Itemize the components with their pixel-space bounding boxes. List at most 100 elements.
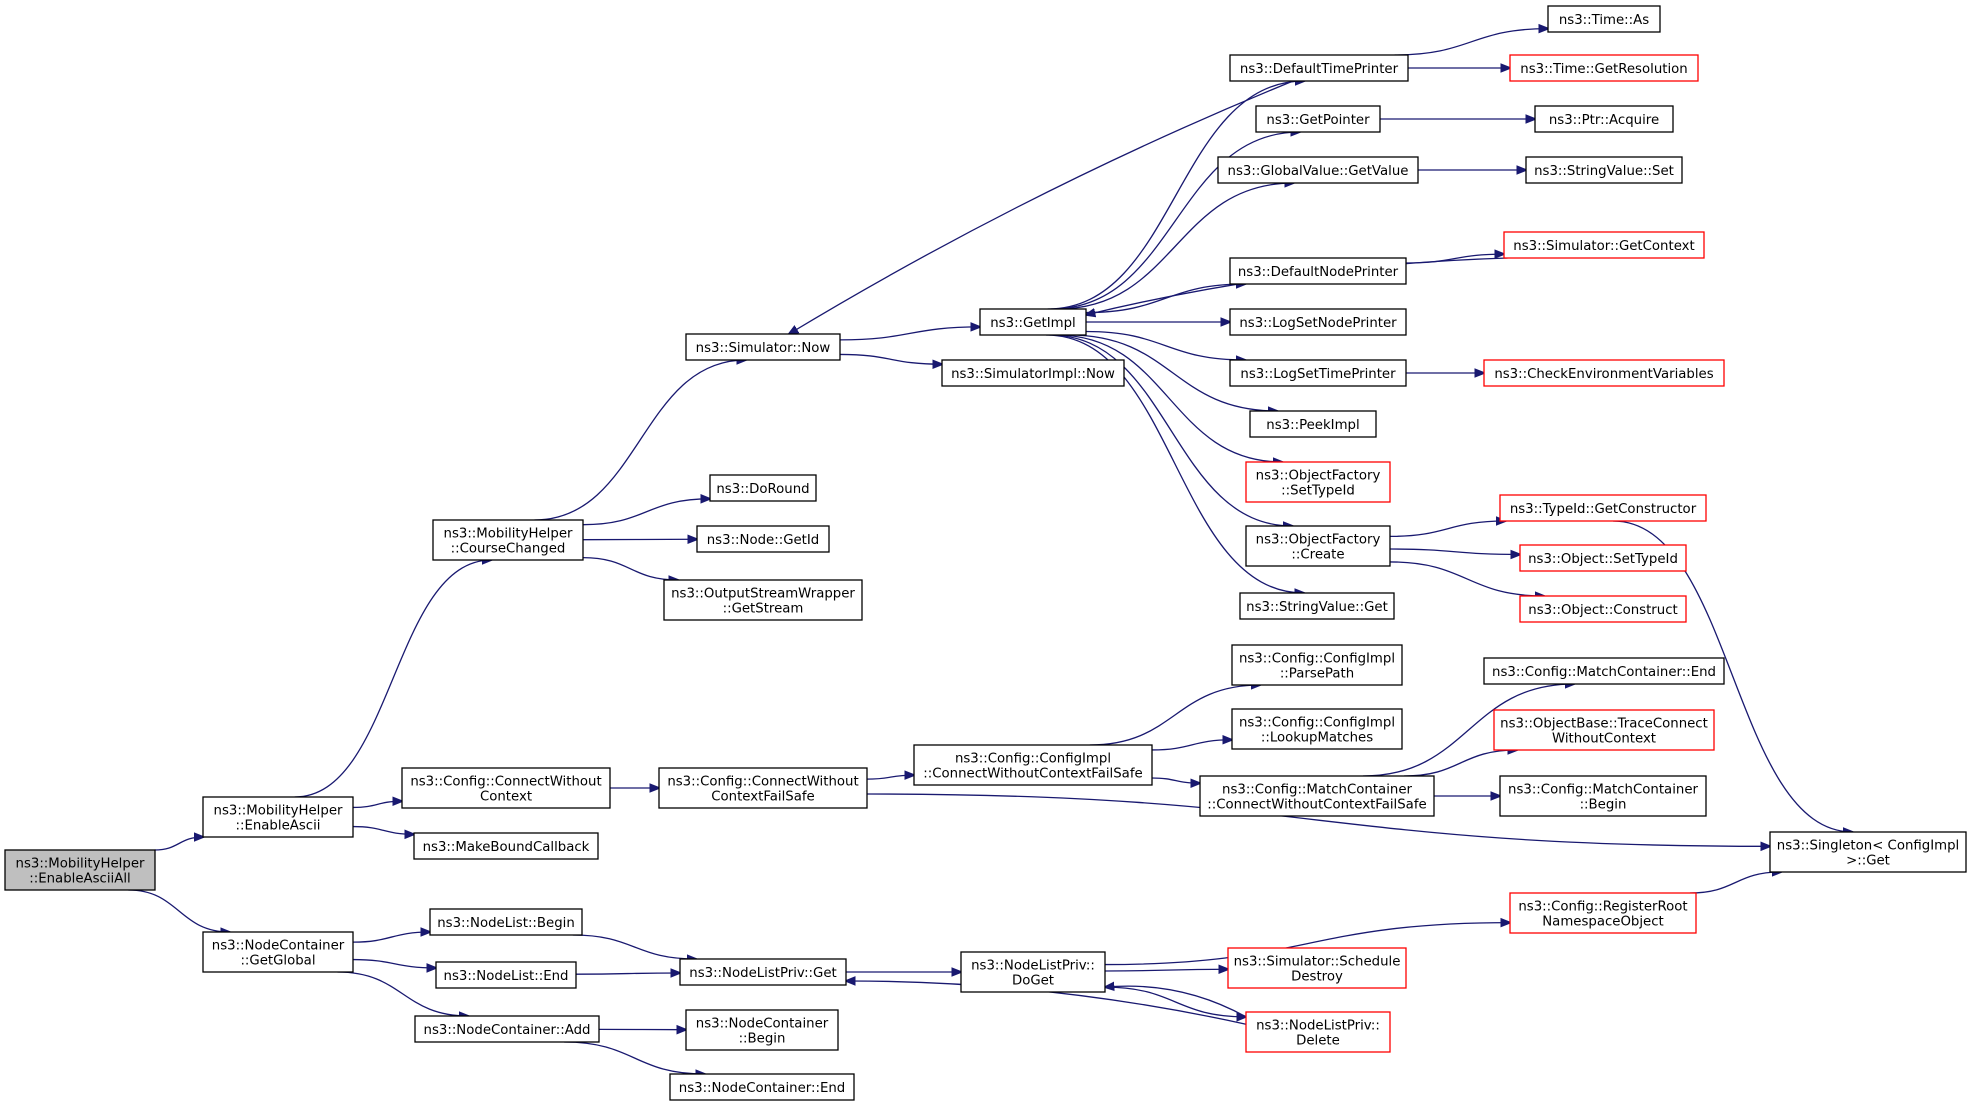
- node-box: [1493, 709, 1715, 751]
- node-gvget[interactable]: ns3::GlobalValue::GetValue: [1217, 156, 1419, 184]
- node-doround[interactable]: ns3::DoRound: [709, 474, 817, 502]
- edge-n_enascii-to-n_mkbound: [352, 825, 414, 835]
- edge-n_enascii-to-n_course: [294, 560, 492, 798]
- node-mcend[interactable]: ns3::Config::MatchContainer::End: [1483, 657, 1725, 685]
- node-timeas[interactable]: ns3::Time::As: [1547, 5, 1661, 33]
- node-label-line: ns3::Object::Construct: [1528, 603, 1677, 618]
- node-label-line: DoGet: [1012, 974, 1054, 989]
- node-course[interactable]: ns3::MobilityHelper::CourseChanged: [432, 519, 584, 561]
- edge-n_getimpl-to-n_deftp: [1047, 81, 1305, 310]
- node-checkenv[interactable]: ns3::CheckEnvironmentVariables: [1483, 359, 1725, 387]
- node-ncbegin[interactable]: ns3::NodeContainer::Begin: [685, 1009, 839, 1051]
- node-box: [1231, 644, 1403, 686]
- node-box: [658, 767, 868, 809]
- node-label-line: >::Get: [1846, 854, 1890, 869]
- node-deftp[interactable]: ns3::DefaultTimePrinter: [1229, 54, 1409, 82]
- node-getglobal[interactable]: ns3::NodeContainer::GetGlobal: [202, 931, 354, 973]
- node-label-line: ns3::MobilityHelper: [444, 527, 573, 542]
- edge-n_getimpl-to-n_gvget: [1057, 183, 1293, 310]
- edge-n_regroot-to-n_singleton: [1689, 872, 1781, 894]
- edge-n_deftp-to-n_timeas: [1394, 29, 1548, 56]
- node-lognp[interactable]: ns3::LogSetNodePrinter: [1229, 308, 1407, 336]
- node-box: [1509, 54, 1699, 82]
- node-box: [663, 579, 863, 621]
- node-parse[interactable]: ns3::Config::ConfigImpl::ParsePath: [1231, 644, 1403, 686]
- edge-n_getglobal-to-n_nlend: [352, 958, 436, 968]
- node-osw[interactable]: ns3::OutputStreamWrapper::GetStream: [663, 579, 863, 621]
- node-label-line: ::Begin: [1580, 798, 1627, 813]
- node-ptracq[interactable]: ns3::Ptr::Acquire: [1534, 105, 1674, 133]
- node-box: [1255, 105, 1381, 133]
- node-box: [1525, 156, 1683, 184]
- node-singleton[interactable]: ns3::Singleton< ConfigImpl>::Get: [1769, 831, 1967, 873]
- node-lookup[interactable]: ns3::Config::ConfigImpl::LookupMatches: [1231, 708, 1403, 750]
- node-defnp[interactable]: ns3::DefaultNodePrinter: [1229, 257, 1407, 285]
- node-label-line: ns3::Simulator::GetContext: [1513, 239, 1694, 254]
- node-nlpget[interactable]: ns3::NodeListPriv::Get: [679, 958, 847, 986]
- node-nlpdoget[interactable]: ns3::NodeListPriv::DoGet: [960, 951, 1106, 993]
- node-svget[interactable]: ns3::StringValue::Get: [1239, 592, 1395, 620]
- node-box: [1229, 359, 1407, 387]
- node-box: [1483, 359, 1725, 387]
- node-logtp[interactable]: ns3::LogSetTimePrinter: [1229, 359, 1407, 387]
- node-peek[interactable]: ns3::PeekImpl: [1249, 410, 1377, 438]
- node-simgetctx[interactable]: ns3::Simulator::GetContext: [1503, 231, 1705, 259]
- node-connwcfs[interactable]: ns3::Config::ConnectWithoutContextFailSa…: [658, 767, 868, 809]
- node-connwc[interactable]: ns3::Config::ConnectWithoutContext: [401, 767, 611, 809]
- node-box: [1245, 1011, 1391, 1053]
- node-box: [1483, 657, 1725, 685]
- edge-n_getimpl-to-n_ofset: [1056, 334, 1282, 462]
- node-label-line: ::EnableAscii: [236, 819, 321, 834]
- node-box: [1547, 5, 1661, 33]
- node-mccwcfs[interactable]: ns3::Config::MatchContainer::ConnectWith…: [1199, 775, 1435, 817]
- node-box: [1227, 947, 1407, 989]
- node-ncadd[interactable]: ns3::NodeContainer::Add: [414, 1015, 600, 1043]
- node-nlbegin[interactable]: ns3::NodeList::Begin: [429, 908, 583, 936]
- edge-n_getimpl-to-n_defnp: [1085, 284, 1245, 314]
- node-label-line: ns3::MakeBoundCallback: [423, 840, 590, 855]
- node-objcons[interactable]: ns3::Object::Construct: [1519, 595, 1687, 623]
- node-ofcreate[interactable]: ns3::ObjectFactory::Create: [1245, 525, 1391, 567]
- node-simimplnow[interactable]: ns3::SimulatorImpl::Now: [941, 359, 1125, 387]
- node-nodegetid[interactable]: ns3::Node::GetId: [696, 525, 830, 553]
- node-box: [1245, 525, 1391, 567]
- node-box: [435, 961, 577, 989]
- node-getimpl[interactable]: ns3::GetImpl: [979, 308, 1087, 336]
- edge-n_deftp-to-n_simnow: [789, 80, 1294, 334]
- node-simnow[interactable]: ns3::Simulator::Now: [685, 333, 841, 361]
- node-root[interactable]: ns3::MobilityHelper::EnableAsciiAll: [4, 849, 156, 891]
- node-label-line: ::GetGlobal: [240, 954, 315, 969]
- node-label-line: ns3::CheckEnvironmentVariables: [1494, 367, 1713, 382]
- node-objset[interactable]: ns3::Object::SetTypeId: [1519, 544, 1687, 572]
- node-mcbegin[interactable]: ns3::Config::MatchContainer::Begin: [1499, 775, 1707, 817]
- node-box: [685, 1009, 839, 1051]
- edge-n_ofcreate-to-n_objcons: [1389, 561, 1544, 596]
- node-nlend[interactable]: ns3::NodeList::End: [435, 961, 577, 989]
- node-label-line: ns3::NodeList::End: [444, 969, 569, 984]
- node-timeres[interactable]: ns3::Time::GetResolution: [1509, 54, 1699, 82]
- node-tidgc[interactable]: ns3::TypeId::GetConstructor: [1499, 494, 1707, 522]
- node-getptr[interactable]: ns3::GetPointer: [1255, 105, 1381, 133]
- node-box: [401, 767, 611, 809]
- node-label-line: ns3::Config::RegisterRoot: [1518, 900, 1687, 915]
- node-label-line: ns3::LogSetNodePrinter: [1239, 316, 1397, 331]
- node-label-line: ns3::Config::ConfigImpl: [1239, 716, 1395, 731]
- node-mkbound[interactable]: ns3::MakeBoundCallback: [413, 832, 599, 860]
- node-ncend[interactable]: ns3::NodeContainer::End: [669, 1073, 855, 1101]
- node-svset[interactable]: ns3::StringValue::Set: [1525, 156, 1683, 184]
- node-label-line: ns3::NodeContainer::Add: [424, 1023, 591, 1038]
- node-box: [1229, 54, 1409, 82]
- edge-n_root-to-n_enascii: [154, 837, 204, 851]
- node-label-line: ns3::StringValue::Get: [1246, 600, 1388, 615]
- node-obtc[interactable]: ns3::ObjectBase::TraceConnectWithoutCont…: [1493, 709, 1715, 751]
- node-label-line: ::ConnectWithoutContextFailSafe: [1207, 798, 1426, 813]
- node-box: [941, 359, 1125, 387]
- node-cicwcfs[interactable]: ns3::Config::ConfigImpl::ConnectWithoutC…: [913, 744, 1153, 786]
- node-nlpdel[interactable]: ns3::NodeListPriv::Delete: [1245, 1011, 1391, 1053]
- node-enascii[interactable]: ns3::MobilityHelper::EnableAscii: [202, 796, 354, 838]
- node-label-line: ns3::Singleton< ConfigImpl: [1777, 839, 1959, 854]
- node-ofset[interactable]: ns3::ObjectFactory::SetTypeId: [1245, 461, 1391, 503]
- node-label-line: ns3::OutputStreamWrapper: [671, 587, 855, 602]
